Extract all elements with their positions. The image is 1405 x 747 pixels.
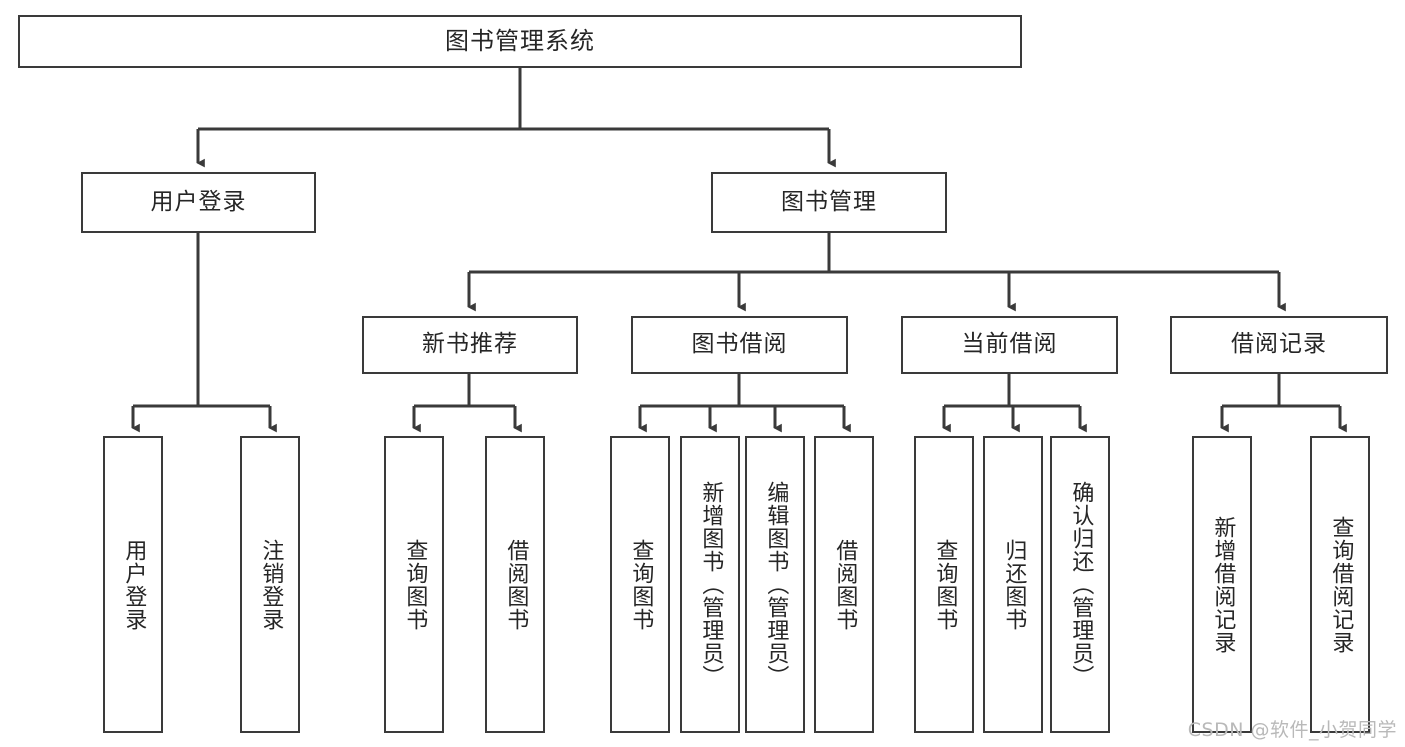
node-label: 新增图书（管理员） [698, 481, 724, 688]
node-label: 注销登录 [258, 538, 284, 631]
node-label: 借阅图书 [503, 538, 529, 631]
node-label: 当前借阅 [961, 331, 1058, 358]
node-label: 图书管理系统 [445, 27, 595, 56]
leaf-user-login[interactable]: 用户登录 [103, 436, 163, 733]
leaf-edit-book[interactable]: 编辑图书（管理员） [745, 436, 805, 733]
node-new-book-recommend[interactable]: 新书推荐 [362, 316, 578, 374]
node-label: 查询图书 [402, 538, 428, 631]
leaf-query-book-current[interactable]: 查询图书 [914, 436, 974, 733]
node-label: 新书推荐 [422, 331, 518, 358]
node-label: 查询图书 [932, 538, 958, 631]
node-label: 查询图书 [628, 538, 654, 631]
leaf-query-book-borrow[interactable]: 查询图书 [610, 436, 670, 733]
leaf-borrow-book-recommend[interactable]: 借阅图书 [485, 436, 545, 733]
node-label: 归还图书 [1001, 538, 1027, 631]
leaf-borrow-book[interactable]: 借阅图书 [814, 436, 874, 733]
node-label: 确认归还（管理员） [1068, 481, 1094, 688]
node-book-borrow[interactable]: 图书借阅 [631, 316, 848, 374]
leaf-add-book[interactable]: 新增图书（管理员） [680, 436, 740, 733]
node-label: 借阅记录 [1231, 331, 1327, 358]
node-label: 图书借阅 [691, 331, 788, 358]
node-label: 借阅图书 [832, 538, 858, 631]
node-borrow-record[interactable]: 借阅记录 [1170, 316, 1388, 374]
leaf-logout-login[interactable]: 注销登录 [240, 436, 300, 733]
csdn-watermark: CSDN @软件_小贺同学 [1187, 719, 1397, 741]
node-book-manage[interactable]: 图书管理 [711, 172, 947, 233]
leaf-query-borrow-record[interactable]: 查询借阅记录 [1310, 436, 1370, 733]
leaf-query-book-recommend[interactable]: 查询图书 [384, 436, 444, 733]
leaf-add-borrow-record[interactable]: 新增借阅记录 [1192, 436, 1252, 733]
node-label: 查询借阅记录 [1328, 515, 1354, 654]
node-root-system[interactable]: 图书管理系统 [18, 15, 1022, 68]
node-label: 新增借阅记录 [1210, 515, 1236, 654]
node-label: 图书管理 [781, 188, 877, 215]
leaf-confirm-return[interactable]: 确认归还（管理员） [1050, 436, 1110, 733]
node-current-borrow[interactable]: 当前借阅 [901, 316, 1118, 374]
node-label: 编辑图书（管理员） [763, 481, 789, 688]
node-label: 用户登录 [150, 188, 247, 215]
node-user-login[interactable]: 用户登录 [81, 172, 316, 233]
leaf-return-book[interactable]: 归还图书 [983, 436, 1043, 733]
node-label: 用户登录 [121, 538, 147, 631]
